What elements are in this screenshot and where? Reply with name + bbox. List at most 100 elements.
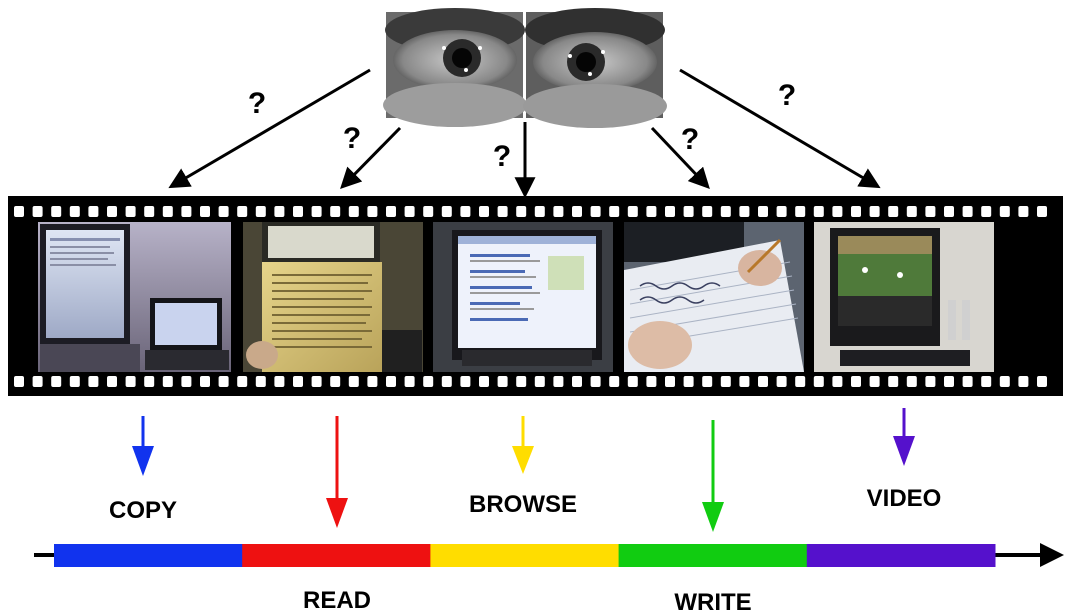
sprocket-hole: [497, 376, 508, 387]
sprocket-hole: [534, 206, 545, 217]
sprocket-hole: [999, 206, 1010, 217]
sprocket-hole: [553, 376, 564, 387]
video-arrow: [893, 408, 915, 466]
film-strip: [8, 196, 1063, 396]
sprocket-hole: [255, 206, 266, 217]
sprocket-hole: [906, 376, 917, 387]
sprocket-hole: [1037, 376, 1047, 387]
sprocket-hole: [218, 206, 229, 217]
sprocket-hole: [758, 206, 768, 217]
question-mark: ?: [681, 123, 699, 156]
sprocket-hole: [813, 206, 824, 217]
sprocket-hole: [1018, 206, 1029, 217]
activity-label-video: VIDEO: [867, 485, 942, 512]
sprocket-hole: [665, 376, 675, 387]
sprocket-hole: [944, 206, 954, 217]
timeline-segment-write: [618, 544, 808, 567]
sprocket-hole: [181, 376, 192, 387]
sprocket-hole: [51, 376, 62, 387]
sprocket-hole: [162, 376, 173, 387]
sprocket-hole: [516, 206, 527, 217]
read-arrow: [326, 416, 348, 528]
sprocket-hole: [69, 206, 80, 217]
sprocket-hole: [441, 376, 452, 387]
sprocket-hole: [274, 206, 285, 217]
activity-arrows: [132, 408, 915, 532]
sprocket-row-bottom: [14, 376, 1047, 387]
gaze-arrow-2: [340, 126, 402, 189]
sprocket-hole: [479, 206, 489, 217]
sprocket-hole: [962, 376, 973, 387]
timeline-segment-read: [242, 544, 431, 567]
sprocket-hole: [200, 376, 210, 387]
sprocket-hole: [88, 206, 99, 217]
timeline-segment-browse: [430, 544, 620, 567]
sprocket-hole: [906, 206, 917, 217]
question-mark: ?: [778, 79, 796, 112]
sprocket-hole: [460, 376, 471, 387]
sprocket-hole: [981, 376, 992, 387]
activity-label-read: READ: [303, 587, 371, 613]
sprocket-hole: [739, 206, 750, 217]
sprocket-hole: [51, 206, 62, 217]
sprocket-hole: [888, 376, 899, 387]
sprocket-hole: [776, 206, 787, 217]
activity-label-browse: BROWSE: [469, 491, 577, 518]
sprocket-row-top: [14, 206, 1047, 217]
sprocket-hole: [590, 376, 601, 387]
sprocket-hole: [832, 376, 843, 387]
sprocket-hole: [795, 206, 806, 217]
left-eye-icon: [383, 8, 527, 127]
sprocket-hole: [832, 206, 843, 217]
sprocket-hole: [590, 206, 601, 217]
sprocket-hole: [423, 376, 434, 387]
sprocket-hole: [423, 206, 434, 217]
sprocket-hole: [646, 376, 657, 387]
sprocket-hole: [776, 376, 787, 387]
question-mark: ?: [248, 87, 266, 120]
sprocket-hole: [32, 206, 43, 217]
sprocket-hole: [330, 376, 341, 387]
sprocket-hole: [69, 376, 80, 387]
sprocket-hole: [683, 376, 694, 387]
sports-video-monitor-icon: [814, 222, 994, 372]
timeline-arrowhead-icon: [1040, 543, 1064, 567]
activity-label-write: WRITE: [674, 589, 751, 613]
sprocket-hole: [107, 206, 117, 217]
sprocket-hole: [962, 206, 973, 217]
sprocket-hole: [386, 376, 396, 387]
sprocket-hole: [144, 206, 155, 217]
sprocket-hole: [609, 206, 620, 217]
sprocket-hole: [888, 206, 899, 217]
sprocket-hole: [869, 206, 880, 217]
sprocket-hole: [125, 376, 136, 387]
sprocket-hole: [1018, 376, 1029, 387]
sprocket-hole: [739, 376, 750, 387]
sprocket-hole: [851, 206, 861, 217]
sprocket-hole: [981, 206, 992, 217]
sprocket-hole: [311, 376, 322, 387]
sprocket-hole: [237, 376, 248, 387]
sprocket-hole: [14, 376, 24, 387]
sprocket-hole: [627, 376, 638, 387]
sprocket-hole: [720, 376, 731, 387]
question-mark: ?: [493, 140, 511, 173]
write-arrow: [702, 420, 724, 532]
sprocket-hole: [925, 206, 936, 217]
sprocket-hole: [572, 206, 582, 217]
sprocket-hole: [293, 206, 303, 217]
copy-arrow: [132, 416, 154, 476]
sprocket-hole: [925, 376, 936, 387]
sprocket-hole: [869, 376, 880, 387]
question-mark: ?: [343, 122, 361, 155]
sprocket-hole: [516, 376, 527, 387]
question-marks: ? ? ? ? ?: [248, 79, 796, 173]
sprocket-hole: [367, 376, 378, 387]
sprocket-hole: [218, 376, 229, 387]
sprocket-hole: [460, 206, 471, 217]
paper-document-icon: [243, 222, 423, 372]
sprocket-hole: [181, 206, 192, 217]
sprocket-hole: [609, 376, 620, 387]
sprocket-hole: [14, 206, 24, 217]
